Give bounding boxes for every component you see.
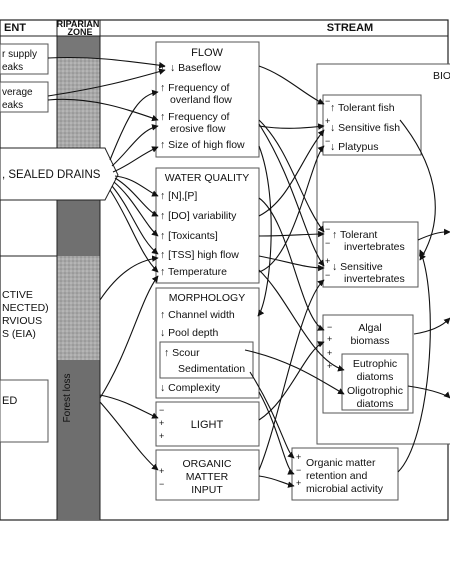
om-retention-2: retention and [306,470,367,482]
wq-temperature: ↑ Temperature [160,266,227,278]
algal-biomass: Algal [358,322,381,334]
invert-tolerant: ↑ Tolerant [332,229,377,241]
invert-sensitive-2: invertebrates [344,273,405,285]
ed-box [0,379,49,443]
invertebrates-box: ↑ Tolerant invertebrates ↓ Sensitive inv… [322,221,419,288]
svg-text:−: − [325,224,330,234]
om-retention-box: Organic matter retention and microbial a… [291,447,399,501]
svg-text:−: − [327,322,332,332]
ed-label: ED [2,395,17,407]
svg-text:−: − [325,238,330,248]
wq-do: ↑ [DO] variability [160,210,237,222]
svg-text:−: − [296,465,301,475]
riparian-header-zone: ZONE [67,27,92,37]
connector-arrows [47,56,450,488]
svg-text:+: + [159,431,164,441]
morph-complexity: ↓ Complexity [160,382,221,394]
fish-platypus: ↓ Platypus [330,141,378,153]
flow-title: FLOW [191,47,223,59]
svg-text:+: + [159,418,164,428]
eutrophic-diatoms-2: diatoms [357,371,394,383]
flow-overland-2: overland flow [170,94,232,106]
oligotrophic-diatoms: Oligotrophic [347,385,403,397]
omi-line-2: MATTER [186,471,229,483]
svg-text:−: − [159,405,164,415]
svg-text:+: + [159,466,164,476]
eia-label-2: NECTED) [2,302,49,314]
water-supply-label-2: eaks [2,62,23,73]
svg-text:+: + [325,116,330,126]
eutrophic-diatoms: Eutrophic [353,358,397,370]
omi-line-3: INPUT [191,484,223,496]
svg-text:−: − [159,479,164,489]
forest-loss-label: Forest loss [62,374,73,423]
oligotrophic-diatoms-2: diatoms [357,398,394,410]
fish-tolerant: ↑ Tolerant fish [330,102,395,114]
morphology-box: MORPHOLOGY ↑ Channel width ↓ Pool depth … [155,287,260,399]
flow-high-flow: ↑ Size of high flow [160,139,245,151]
morph-channel-width: ↑ Channel width [160,309,235,321]
average-leaks-label: verage [2,87,33,98]
light-title: LIGHT [191,419,224,431]
sealed-drains-arrow [0,147,119,201]
riparian-zone [56,20,101,520]
morph-scour: ↑ Scour [164,347,200,359]
flow-erosive-1: ↑ Frequency of [160,111,230,123]
eia-label-3: RVIOUS [2,315,42,327]
flow-box: FLOW ↓ Baseflow ↑ Frequency of overland … [155,41,260,158]
svg-text:−: − [325,96,330,106]
riparian-header: RIPARIAN [57,19,100,29]
average-leaks-box [0,81,49,113]
water-supply-label: r supply [2,49,37,60]
invert-sensitive: ↓ Sensitive [332,261,383,273]
wq-nutrients: ↑ [N],[P] [160,190,197,202]
water-quality-box: WATER QUALITY ↑ [N],[P] ↑ [DO] variabili… [155,167,260,284]
eia-label-1: CTIVE [2,289,33,301]
svg-text:+: + [296,452,301,462]
water-quality-title: WATER QUALITY [165,172,250,184]
flow-erosive-2: erosive flow [170,123,226,135]
omi-line-1: ORGANIC [182,458,231,470]
flow-overland-1: ↑ Frequency of [160,82,230,94]
stream-header: STREAM [327,22,373,34]
light-box: LIGHT − + + [155,401,260,447]
svg-text:+: + [327,334,332,344]
algal-biomass-2: biomass [350,335,389,347]
wq-toxicants: ↑ [Toxicants] [160,230,218,242]
fish-box: ↑ Tolerant fish ↓ Sensitive fish ↓ Platy… [322,94,422,156]
om-retention-1: Organic matter [306,457,376,469]
sealed-drains-label: , SEALED DRAINS [2,169,101,181]
svg-text:+: + [296,478,301,488]
average-leaks-label-2: eaks [2,100,23,111]
biota-header: BIO [433,70,450,82]
morphology-title: MORPHOLOGY [169,292,245,304]
invert-tolerant-2: invertebrates [344,241,405,253]
morph-pool-depth: ↓ Pool depth [160,327,219,339]
svg-text:−: − [325,270,330,280]
water-supply-box [0,43,49,75]
eia-label-4: S (EIA) [2,328,36,340]
flow-baseflow: ↓ Baseflow [170,62,221,74]
svg-text:−: − [325,136,330,146]
svg-text:+: + [327,361,332,371]
wq-tss: ↑ [TSS] high flow [160,249,239,261]
svg-text:+: + [327,348,332,358]
svg-text:+: + [325,256,330,266]
catchment-header: ENT [4,22,26,34]
organic-matter-input-box: ORGANIC MATTER INPUT + − [155,449,260,501]
morph-sedimentation: Sedimentation [178,363,245,375]
fish-sensitive: ↓ Sensitive fish [330,122,400,134]
om-retention-3: microbial activity [306,483,384,495]
algae-box: Algal biomass Eutrophic diatoms Oligotro… [322,314,414,414]
